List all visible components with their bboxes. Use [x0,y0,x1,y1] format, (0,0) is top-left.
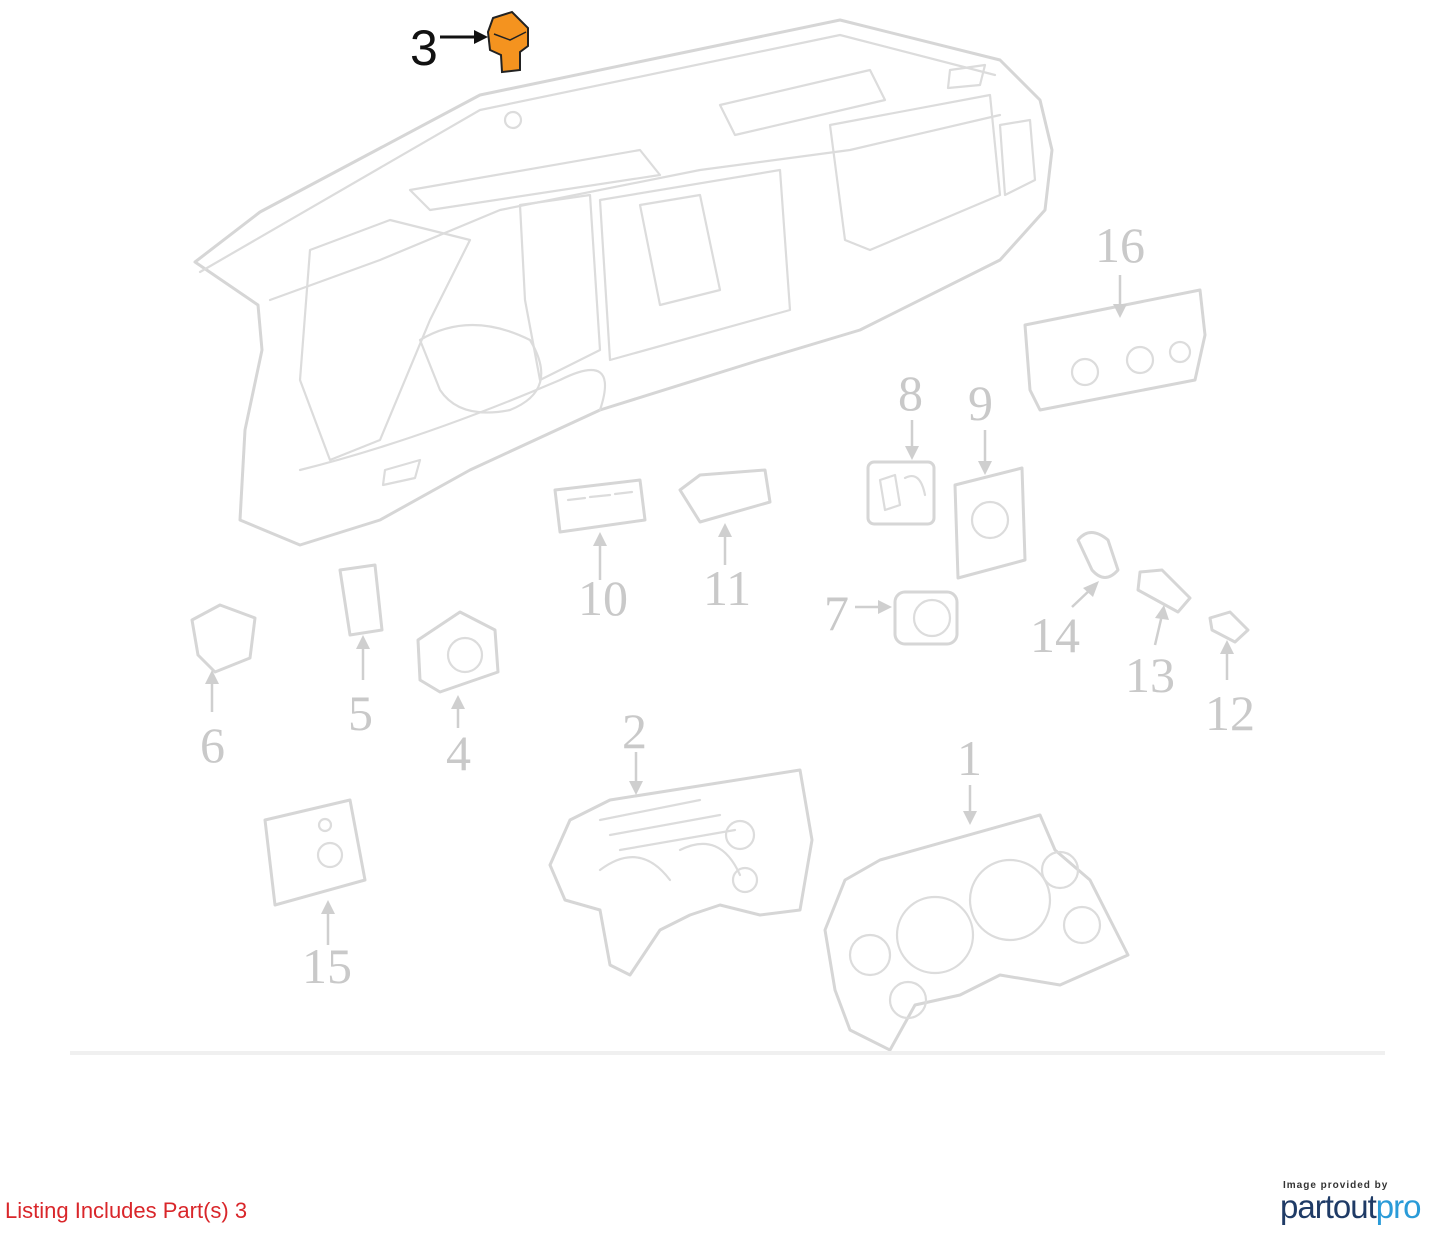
callout-16: 16 [1095,217,1145,273]
partoutpro-logo: partoutpro [1280,1188,1422,1226]
part-12 [1208,610,1250,680]
dashboard-outline [193,18,1054,547]
callout-4: 4 [446,725,471,781]
part-9 [953,430,1027,580]
brand-text-b: pro [1375,1188,1422,1225]
listing-includes-label: Listing Includes Part(s) 3 [5,1198,248,1223]
part-8 [866,420,936,526]
part-13 [1136,568,1192,646]
brand-text-a: partout [1280,1188,1377,1225]
callout-12: 12 [1205,685,1255,741]
part-2 [548,752,814,977]
part-16 [1023,275,1207,412]
part-10 [553,478,647,580]
callout-1: 1 [957,730,982,786]
callout-9: 9 [968,375,993,431]
callout-7: 7 [824,585,849,641]
callout-3: 3 [410,20,438,76]
callout-6: 6 [200,717,225,773]
part-6 [190,603,257,712]
part-14 [1071,531,1120,608]
image-credit: Image provided by [1283,1180,1389,1191]
part-5 [338,563,384,680]
part-1 [823,785,1130,1052]
part-4 [416,610,500,728]
callout-8: 8 [898,365,923,421]
part-3-highlighted [440,10,529,74]
callout-11: 11 [703,560,751,616]
part-15 [263,798,367,945]
callout-14: 14 [1030,607,1080,663]
callout-13: 13 [1125,647,1175,703]
part-11 [678,468,772,565]
callout-10: 10 [578,570,628,626]
callout-2: 2 [622,703,647,759]
callout-5: 5 [348,685,373,741]
part-7 [855,590,959,646]
callout-15: 15 [302,938,352,994]
